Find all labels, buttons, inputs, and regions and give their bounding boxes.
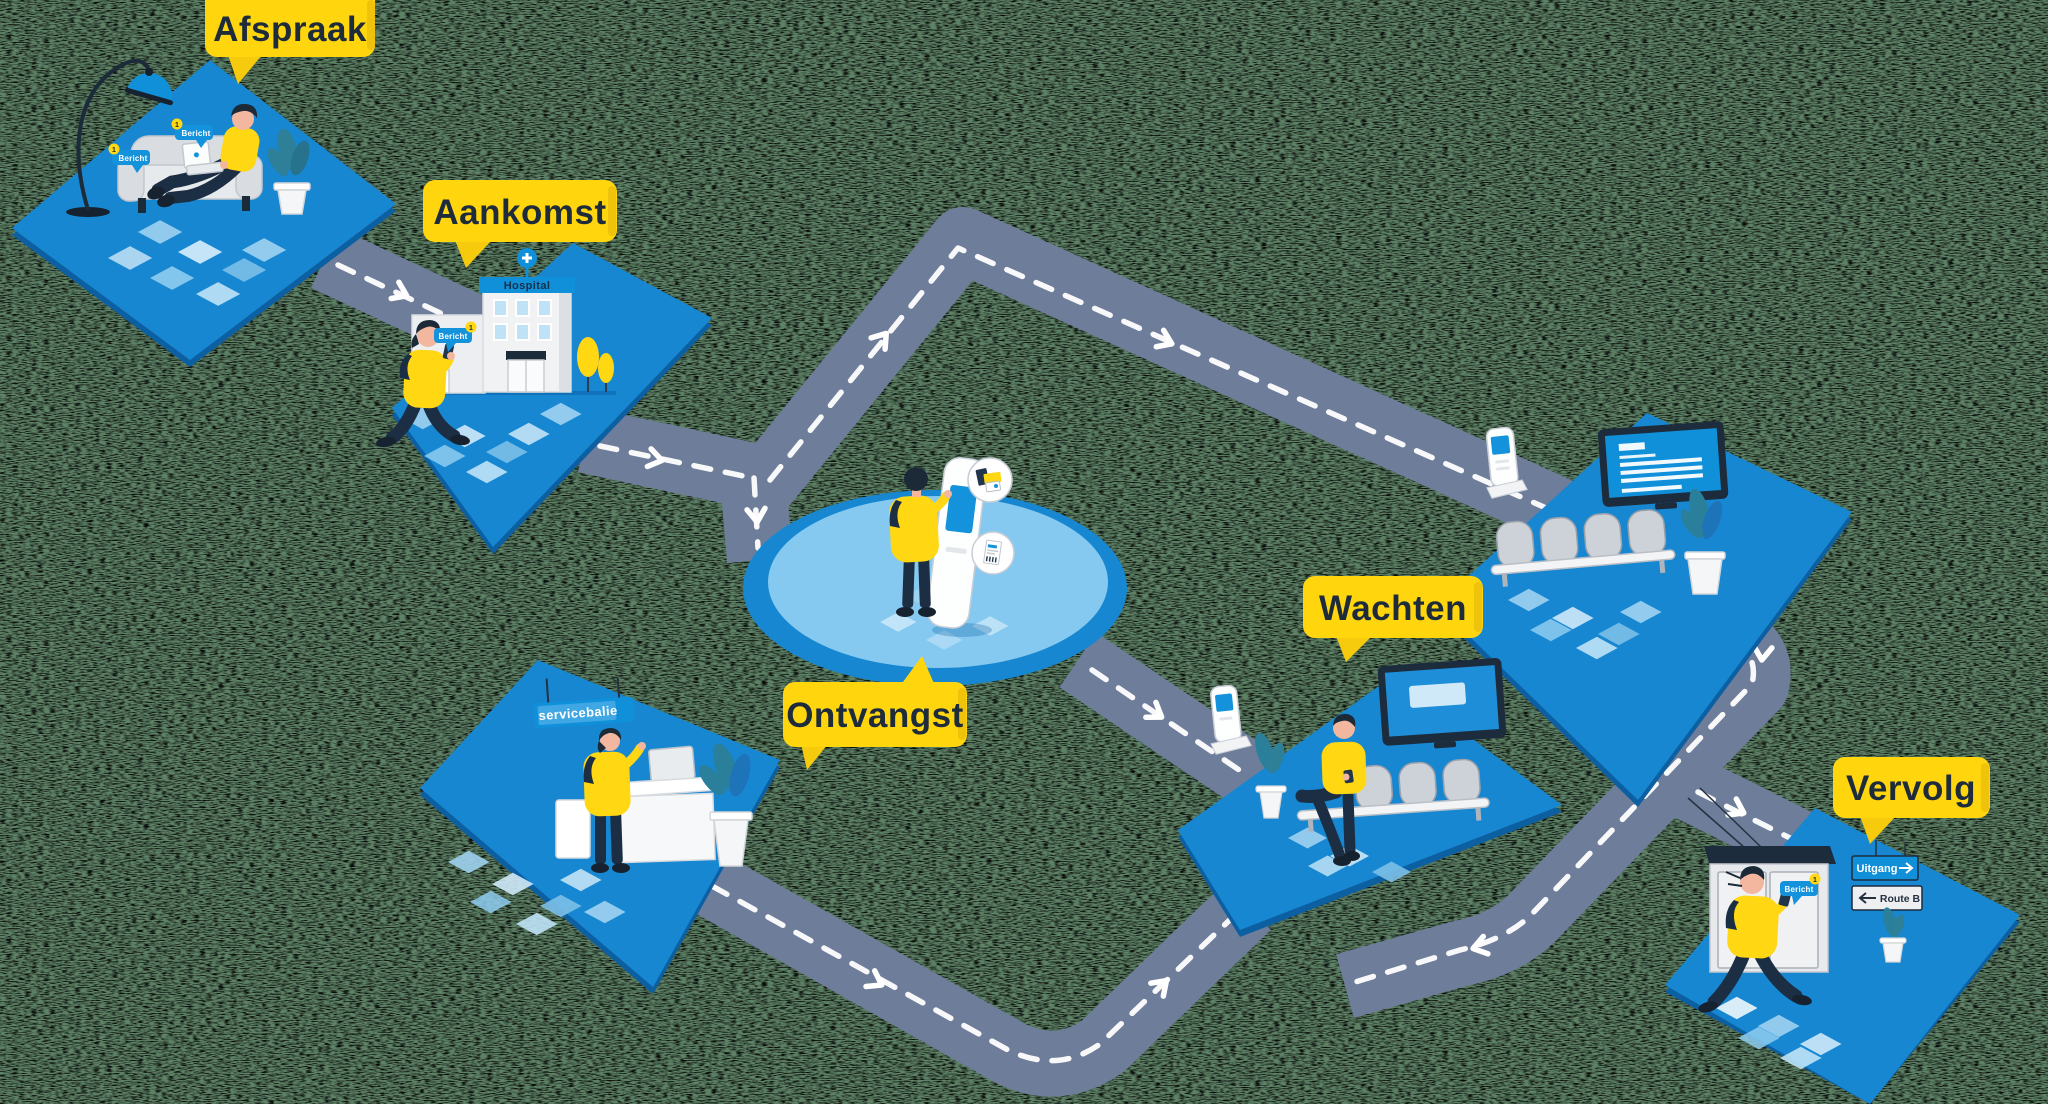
notification-label: Bericht [182, 129, 211, 138]
plant [1879, 907, 1907, 963]
bericht-notification: Bericht 1 [434, 321, 477, 352]
plant [1680, 488, 1726, 595]
platform-afspraak [12, 60, 396, 367]
stage-label: Afspraak [213, 10, 367, 49]
person-aankomst [376, 320, 470, 448]
ticket-icon [983, 539, 1002, 566]
stage-label: Wachten [1319, 589, 1467, 628]
stage-bubble-afspraak: Afspraak [205, 0, 375, 84]
id-card-icon [985, 480, 1001, 493]
waiting-chairs [1490, 509, 1676, 587]
arrow-right-icon [1899, 862, 1914, 874]
scene-ontvangst [889, 457, 1015, 637]
bericht-notification: Bericht 1 [1780, 873, 1821, 905]
stage-bubble-ontvangst: Ontvangst [783, 656, 967, 770]
notification-label: Bericht [439, 332, 468, 341]
scene-afspraak: Bericht 1 Bericht 1 [66, 58, 311, 217]
scene-aankomst: Hospital [376, 248, 616, 448]
scene-servicebalie: servicebalie [533, 677, 753, 873]
stage-bubble-wachten: Wachten [1303, 576, 1483, 662]
plant [267, 128, 311, 215]
stage-bubble-aankomst: Aankomst [423, 180, 617, 268]
stage-label: Aankomst [433, 193, 606, 232]
documents-callout [967, 457, 1013, 503]
stage-bubble-vervolg: Vervolg [1833, 757, 1990, 844]
service-desk [555, 745, 720, 864]
notification-label: Bericht [119, 154, 148, 163]
person-vervolg [1698, 866, 1812, 1013]
service-desk-sign: servicebalie [533, 677, 635, 729]
floor-lamp [66, 58, 173, 217]
exit-sign: Uitgang [1851, 840, 1919, 881]
notification-badge: 1 [1813, 877, 1817, 884]
ticket-kiosk [1485, 426, 1528, 499]
route-sign-label: Route B [1880, 893, 1921, 905]
bericht-notification: Bericht 1 [108, 143, 150, 173]
person-wachten [1295, 713, 1367, 866]
arrow-left-icon [1858, 892, 1876, 904]
hospital-sign [479, 277, 575, 293]
road-bottom-loop [683, 849, 1271, 1097]
trees [577, 337, 614, 392]
scene-wachten [1210, 421, 1729, 866]
person-ontvangst [889, 467, 952, 617]
bericht-notification: Bericht 1 [171, 118, 213, 148]
windows [493, 299, 552, 341]
info-screen [1597, 421, 1729, 510]
scene-vervolg: Uitgang Route B [1687, 787, 1923, 1013]
notification-badge: 1 [469, 325, 473, 332]
plant [1255, 732, 1287, 819]
exit-sign-label: Uitgang [1857, 863, 1898, 875]
route-sign: Route B [1851, 885, 1923, 911]
notification-badge-icon [1809, 873, 1821, 885]
notification-badge: 1 [175, 122, 179, 129]
notification-badge-icon [171, 118, 183, 130]
plant [699, 743, 753, 867]
notification-badge: 1 [112, 147, 116, 154]
service-desk-label: servicebalie [538, 703, 618, 723]
person-afspraak [147, 103, 260, 208]
stage-label: Ontvangst [786, 696, 964, 735]
notification-badge-icon [465, 321, 477, 333]
ticket-kiosk [1210, 684, 1253, 755]
notification-label: Bericht [1785, 885, 1814, 894]
notification-badge-icon [108, 143, 120, 155]
ticket-callout [971, 531, 1015, 575]
road-junction-wachten [732, 207, 1589, 549]
stage-label: Vervolg [1846, 769, 1976, 808]
person-servicebalie [583, 728, 646, 873]
stage-bubbles: Afspraak Aankomst Ontvangst Wachten Verv… [205, 0, 1990, 844]
queue-screen [1377, 658, 1507, 749]
hospital-sign-label: Hospital [504, 280, 551, 292]
